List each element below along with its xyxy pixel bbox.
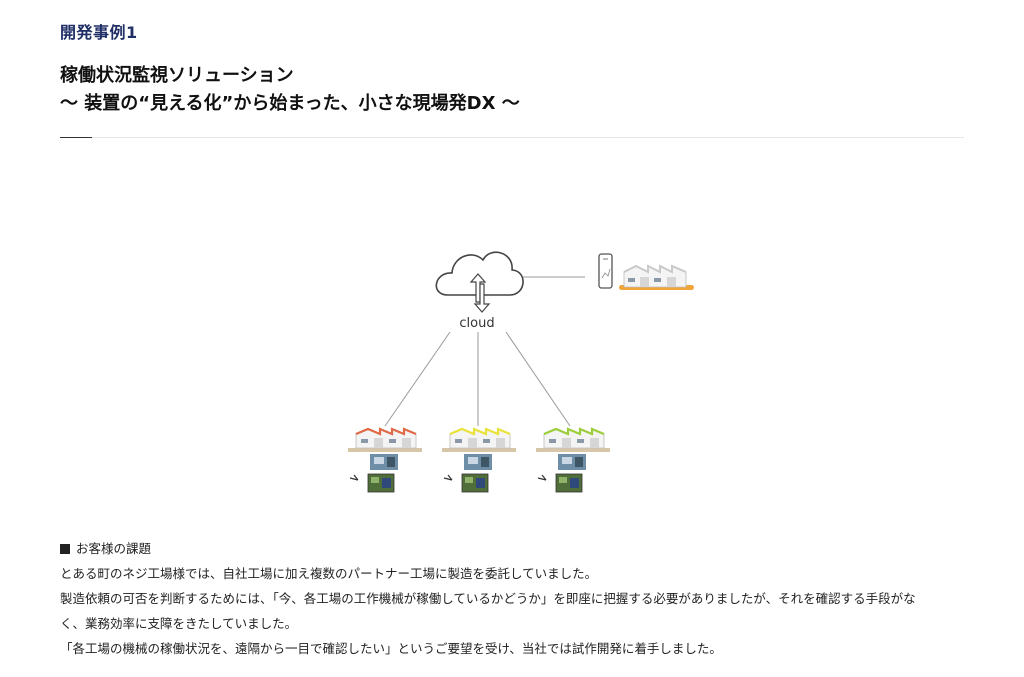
cloud-label: cloud bbox=[459, 316, 494, 331]
title-divider bbox=[92, 137, 964, 138]
factory-icon-1 bbox=[348, 427, 422, 452]
case-label: 開発事例1 bbox=[60, 23, 138, 42]
factory-icon-2 bbox=[442, 427, 516, 452]
line-cloud-factory-3 bbox=[505, 331, 571, 427]
customer-issue-section: お客様の課題 とある町のネジ工場様では、自社工場に加え複数のパートナー工場に製造… bbox=[60, 536, 980, 661]
hq-factory-icon bbox=[619, 264, 694, 290]
cloud-icon bbox=[435, 251, 524, 313]
paragraph-2-line-2: く、業務効率に支障をきたしていました。 bbox=[60, 616, 298, 631]
section-heading-text: お客様の課題 bbox=[76, 541, 152, 556]
section-heading: お客様の課題 bbox=[60, 536, 980, 561]
monitor-icon-2 bbox=[443, 473, 489, 493]
paragraph-2-line-1: 製造依頼の可否を判断するためには、「今、各工場の工作機械が稼働しているかどうか」… bbox=[60, 591, 916, 606]
machine-icon-2 bbox=[464, 454, 492, 470]
page-title: 稼働状況監視ソリューション 〜 装置の“見える化”から始まった、小さな現場発DX… bbox=[60, 62, 520, 118]
machine-icon-3 bbox=[558, 454, 586, 470]
connection-lines bbox=[384, 276, 585, 427]
machine-icon-1 bbox=[370, 454, 398, 470]
title-underline-accent bbox=[60, 137, 92, 138]
monitor-icon-3 bbox=[537, 473, 583, 493]
square-bullet-icon bbox=[60, 543, 70, 554]
title-line-1: 稼働状況監視ソリューション bbox=[60, 65, 294, 86]
factory-icon-3 bbox=[536, 427, 610, 452]
network-diagram: cloud bbox=[348, 251, 694, 493]
paragraph-1: とある町のネジ工場様では、自社工場に加え複数のパートナー工場に製造を委託していま… bbox=[60, 566, 598, 581]
line-cloud-factory-1 bbox=[384, 331, 451, 427]
paragraph-3: 「各工場の機械の稼働状況を、遠隔から一目で確認したい」というご要望を受け、当社で… bbox=[60, 641, 722, 656]
title-line-2: 〜 装置の“見える化”から始まった、小さな現場発DX 〜 bbox=[60, 93, 520, 114]
smartphone-icon bbox=[598, 253, 613, 289]
monitor-icon-1 bbox=[349, 473, 395, 493]
